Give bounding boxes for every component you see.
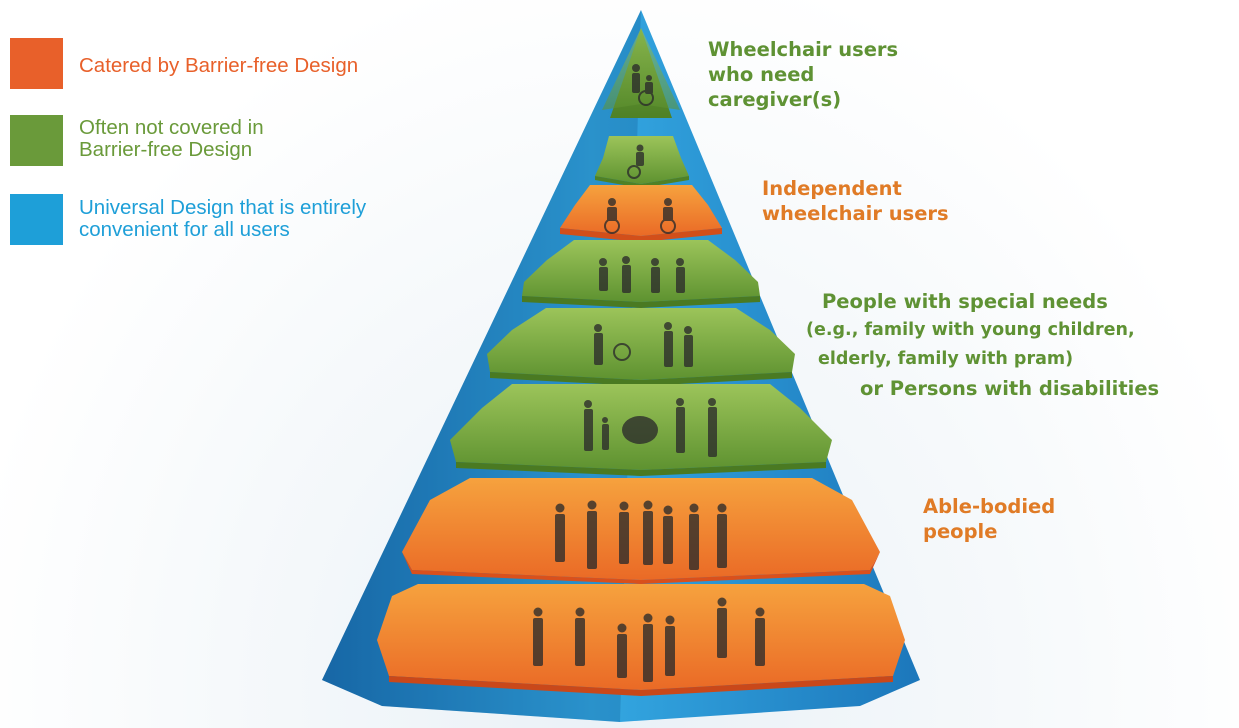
legend-swatch-orange — [10, 38, 63, 89]
label-special-needs: People with special needs (e.g., family … — [806, 287, 1159, 403]
tier-4-figures — [599, 256, 685, 293]
label-special-needs-line-2: (e.g., family with young children, — [806, 320, 1135, 340]
legend-label-not-covered: Often not covered in Barrier-free Design — [79, 116, 264, 161]
tier-3-figures — [604, 198, 676, 234]
label-independent-wheelchair: Independent wheelchair users — [762, 176, 949, 226]
label-able-bodied: Able-bodied people — [923, 494, 1055, 544]
tier-1-figures — [632, 64, 654, 106]
label-special-needs-line-1: People with special needs — [822, 290, 1108, 313]
tier-1-caregiver-top — [602, 28, 680, 118]
label-wheelchair-caregiver-line-3: caregiver(s) — [708, 88, 842, 111]
legend-swatch-green — [10, 115, 63, 166]
tier-5-special-needs — [487, 308, 795, 386]
label-independent-wheelchair-line-2: wheelchair users — [762, 202, 949, 225]
legend-label-universal-design: Universal Design that is entirely conven… — [79, 196, 367, 241]
label-able-bodied-line-2: people — [923, 520, 998, 543]
tier-5-figures — [594, 322, 693, 367]
tier-8-figures — [533, 597, 765, 682]
people-figures — [533, 64, 765, 682]
label-special-needs-line-3: elderly, family with pram) — [818, 349, 1074, 369]
tier-3-independent-wheelchair — [560, 185, 722, 242]
tier-2-figures — [627, 144, 644, 179]
label-wheelchair-caregiver-line-1: Wheelchair users — [708, 38, 899, 61]
label-special-needs-line-4: or Persons with disabilities — [860, 377, 1160, 400]
label-wheelchair-caregiver-line-2: who need — [708, 63, 815, 86]
tier-7-figures — [555, 500, 727, 570]
legend: Catered by Barrier-free Design Often not… — [0, 0, 500, 260]
tier-4-special-needs — [522, 240, 760, 308]
label-wheelchair-caregiver: Wheelchair users who need caregiver(s) — [708, 37, 898, 112]
label-able-bodied-line-1: Able-bodied — [923, 495, 1056, 518]
label-independent-wheelchair-line-1: Independent — [762, 177, 902, 200]
legend-swatch-blue — [10, 194, 63, 245]
tier-7-able-bodied — [402, 478, 880, 584]
legend-label-barrier-free: Catered by Barrier-free Design — [79, 54, 359, 77]
tier-8-able-bodied — [377, 584, 905, 696]
tier-6-figures — [584, 398, 717, 457]
